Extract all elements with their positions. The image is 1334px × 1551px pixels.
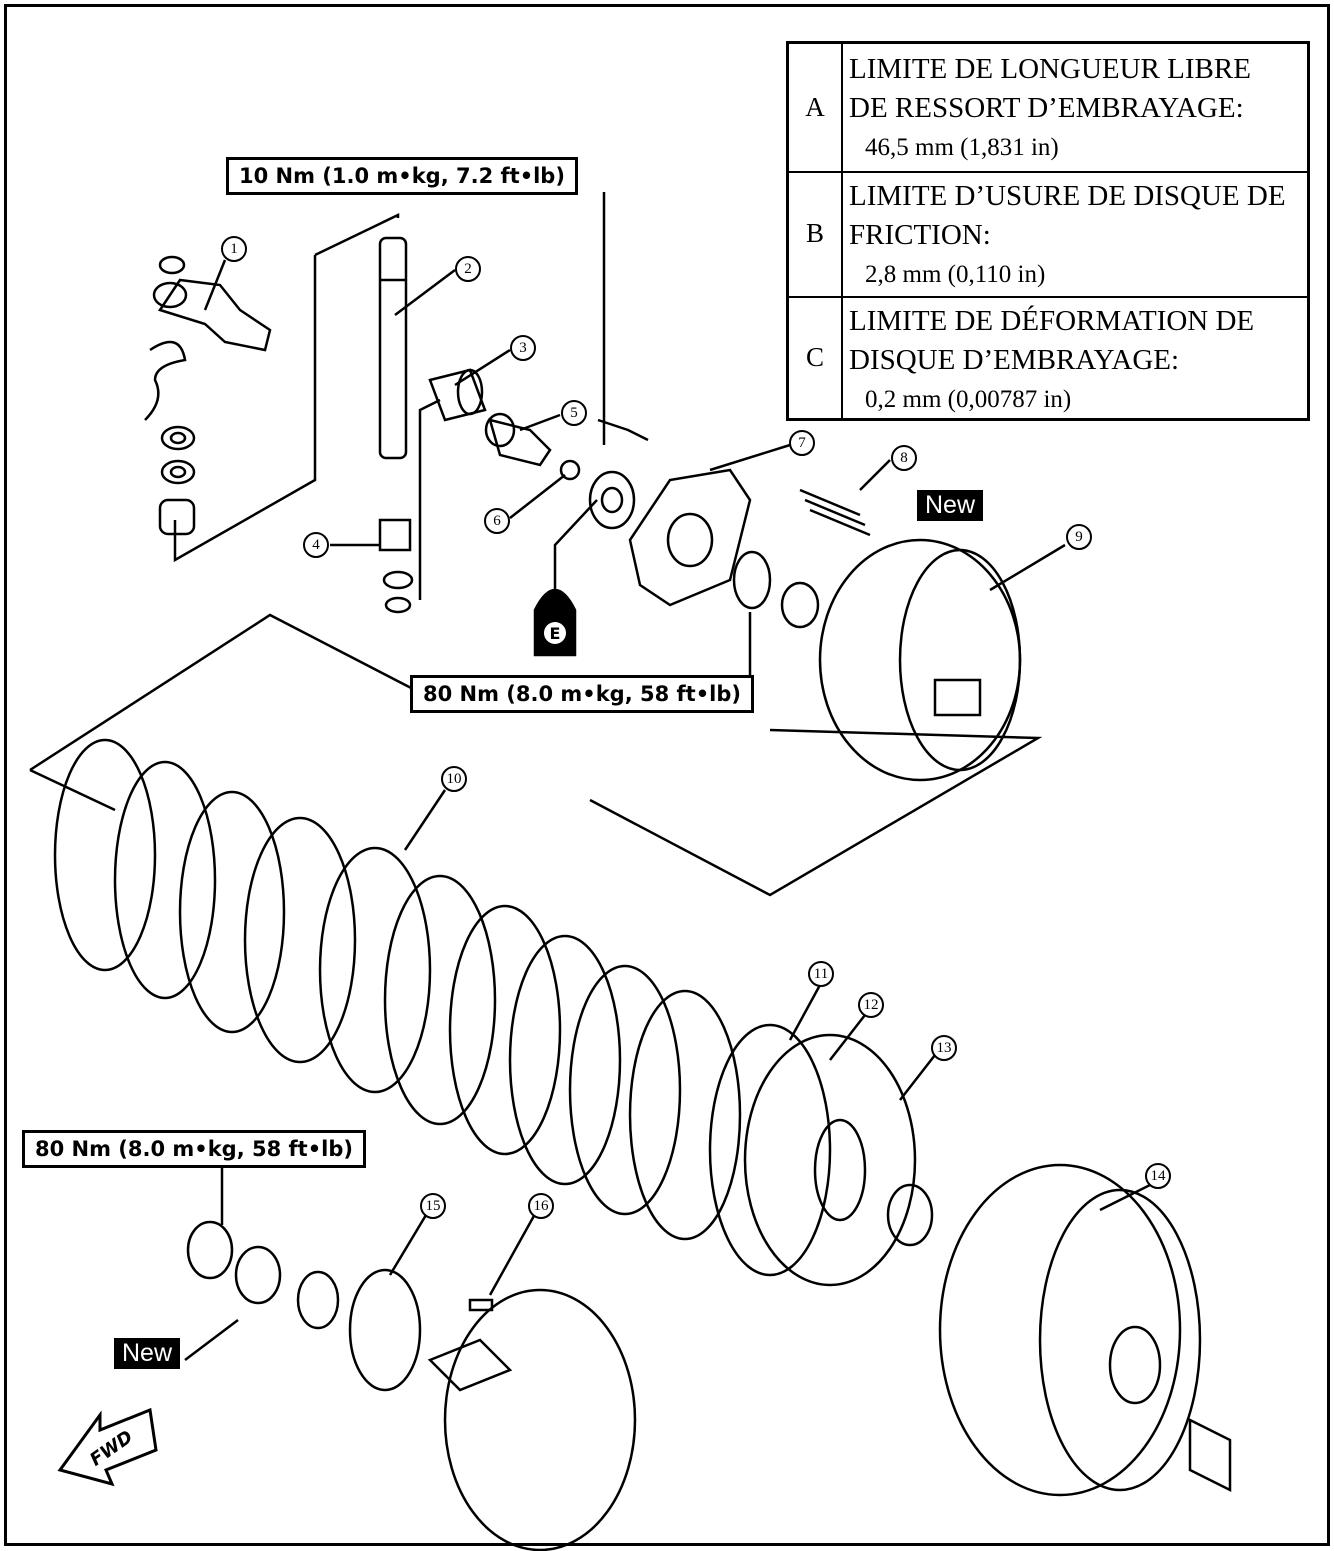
clutch-spring: [799, 488, 871, 537]
torque-label-boss-nut: 80 Nm (8.0 m•kg, 58 ft•lb): [410, 675, 754, 713]
thrust-washer: [886, 1183, 934, 1247]
callout-3: 3: [510, 335, 536, 361]
callout-16: 16: [528, 1193, 554, 1219]
clutch-boss: [818, 538, 1022, 782]
friction-plate-12: [708, 1023, 832, 1277]
clutch-housing: [938, 1163, 1232, 1497]
friction-plate-stack: [53, 738, 742, 1241]
bolt-short: [597, 418, 649, 442]
leader-new-lower: [184, 1319, 239, 1361]
callout-11: 11: [808, 961, 834, 987]
spec-value: 0,2 mm (0,00787 in): [865, 386, 1072, 413]
pressure-plate: [628, 468, 752, 607]
new-badge-upper: New: [917, 490, 984, 521]
spec-letter: B: [789, 171, 843, 296]
lock-washer-new: [780, 581, 820, 629]
fwd-arrow: [57, 1407, 158, 1487]
clutch-plate-13: [743, 1033, 917, 1287]
callout-1: 1: [221, 236, 247, 262]
callout-6: 6: [484, 508, 510, 534]
callout-8: 8: [891, 445, 917, 471]
callout-5: 5: [561, 400, 587, 426]
diagram-frame: [4, 4, 1330, 1546]
torque-label-primary-nut: 80 Nm (8.0 m•kg, 58 ft•lb): [22, 1130, 366, 1168]
spec-letter: C: [789, 296, 843, 418]
callout-13: 13: [931, 1035, 957, 1061]
torque-label-bolt: 10 Nm (1.0 m•kg, 7.2 ft•lb): [226, 157, 578, 195]
bearing: [588, 470, 636, 530]
bracket-plate-stack: [589, 728, 1043, 897]
callout-4: 4: [303, 532, 329, 558]
callout-14: 14: [1145, 1163, 1171, 1189]
callout-2: 2: [455, 256, 481, 282]
spec-table: A LIMITE DE LONGUEUR LIBRE DE RESSORT D’…: [786, 41, 1310, 421]
spec-text: LIMITE D’USURE DE DISQUE DE FRICTION: 2,…: [849, 177, 1301, 294]
spec-line: LIMITE D’USURE DE DISQUE DE: [849, 180, 1286, 212]
boss-nut: [732, 550, 772, 610]
callout-15: 15: [420, 1193, 446, 1219]
shift-lever: [144, 255, 272, 536]
callout-7: 7: [789, 430, 815, 456]
callout-10: 10: [441, 766, 467, 792]
bushing: [428, 368, 487, 422]
spec-text: LIMITE DE DÉFORMATION DE DISQUE D’EMBRAY…: [849, 302, 1301, 419]
leader-16: [488, 1204, 542, 1296]
spec-line: DISQUE D’EMBRAYAGE:: [849, 344, 1180, 376]
lube-symbol: E: [544, 622, 566, 644]
spec-line: DE RESSORT D’EMBRAYAGE:: [849, 92, 1244, 124]
spec-value: 46,5 mm (1,831 in): [865, 134, 1059, 161]
spec-value: 2,8 mm (0,110 in): [865, 261, 1046, 288]
spec-line: LIMITE DE LONGUEUR LIBRE: [849, 53, 1251, 85]
spec-row-b: B LIMITE D’USURE DE DISQUE DE FRICTION: …: [789, 171, 1307, 298]
spec-line: LIMITE DE DÉFORMATION DE: [849, 305, 1255, 337]
callout-12: 12: [858, 992, 884, 1018]
spec-letter: A: [789, 44, 843, 171]
callout-9: 9: [1066, 524, 1092, 550]
spec-line: FRICTION:: [849, 219, 991, 251]
spec-text: LIMITE DE LONGUEUR LIBRE DE RESSORT D’EM…: [849, 50, 1301, 167]
spec-row-c: C LIMITE DE DÉFORMATION DE DISQUE D’EMBR…: [789, 296, 1307, 418]
bracket-shift-group: [173, 255, 317, 563]
ball-6: [559, 459, 581, 481]
primary-drive: [186, 1220, 637, 1551]
spec-row-a: A LIMITE DE LONGUEUR LIBRE DE RESSORT D’…: [789, 44, 1307, 173]
pinion-gear: [378, 518, 414, 614]
new-badge-lower: New: [114, 1338, 181, 1369]
push-lever-shaft: [378, 236, 408, 460]
